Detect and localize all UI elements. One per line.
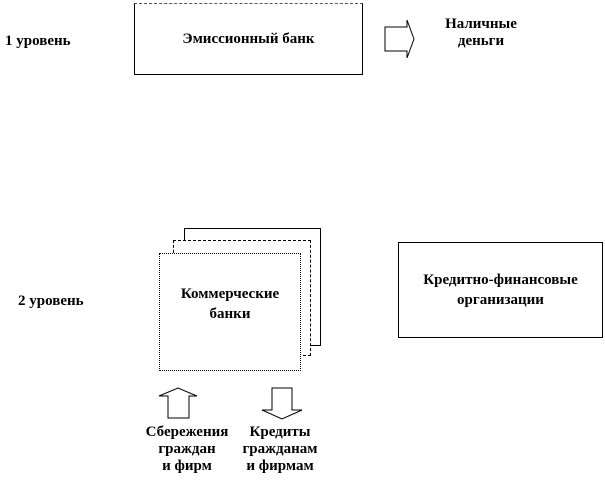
credits-label: Кредиты гражданам и фирмам: [232, 424, 328, 475]
emission-bank-box: Эмиссионный банк: [134, 3, 363, 75]
commercial-banks-line-2: банки: [209, 306, 251, 322]
credit-financial-box: Кредитно-финансовые организации: [398, 242, 603, 338]
level-2-label: 2 уровень: [18, 293, 84, 309]
savings-line-1: Сбережения: [145, 424, 229, 440]
credit-financial-line-2: организации: [457, 292, 544, 308]
credit-financial-line-1: Кредитно-финансовые: [423, 272, 578, 288]
cash-line-2: деньги: [457, 33, 505, 49]
credits-line-3: и фирмам: [246, 458, 314, 474]
emission-bank-label: Эмиссионный банк: [182, 31, 315, 47]
credits-line-1: Кредиты: [249, 424, 311, 440]
cash-label: Наличные деньги: [440, 16, 522, 50]
savings-label: Сбережения граждан и фирм: [126, 424, 248, 475]
right-arrow-icon: [384, 19, 415, 59]
commercial-banks-box: Коммерческие банки: [159, 253, 301, 371]
credits-line-2: гражданам: [242, 441, 318, 457]
savings-line-2: граждан: [158, 441, 216, 457]
down-arrow-icon: [261, 387, 303, 420]
up-arrow-icon: [158, 387, 198, 419]
commercial-banks-line-1: Коммерческие: [180, 286, 280, 302]
savings-line-3: и фирм: [162, 458, 212, 474]
level-1-label: 1 уровень: [5, 33, 71, 49]
cash-line-1: Наличные: [445, 16, 517, 32]
